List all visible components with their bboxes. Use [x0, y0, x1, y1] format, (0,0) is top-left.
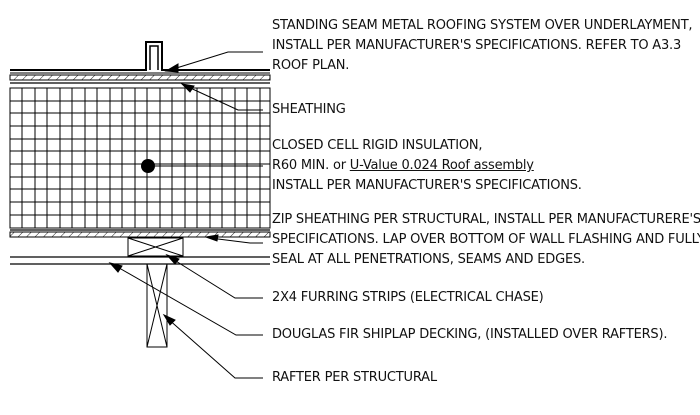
rafter	[146, 263, 168, 348]
note-metal-roofing-line2: INSTALL PER MANUFACTURER'S SPECIFICATION…	[272, 38, 682, 53]
note-insulation-r-value: R60 MIN. or	[272, 158, 350, 173]
leader-lines	[108, 51, 263, 379]
note-zip-line3: SEAL AT ALL PENETRATIONS, SEAMS AND EDGE…	[272, 252, 585, 267]
note-rigid-insulation: CLOSED CELL RIGID INSULATION, R60 MIN. o…	[272, 136, 582, 196]
note-metal-roofing: STANDING SEAM METAL ROOFING SYSTEM OVER …	[272, 16, 693, 76]
note-rafter: RAFTER PER STRUCTURAL	[272, 368, 437, 388]
rigid-insulation-grid	[9, 87, 271, 229]
zip-sheathing-layer	[9, 229, 271, 238]
note-metal-roofing-line3: ROOF PLAN.	[272, 58, 350, 73]
shiplap-decking	[10, 256, 270, 265]
furring-strip	[127, 237, 184, 257]
note-insulation-u-value: U-Value 0.024 Roof assembly	[349, 158, 534, 173]
note-zip-line1: ZIP SHEATHING PER STRUCTURAL, INSTALL PE…	[272, 212, 700, 227]
standing-seam-metal-roofing	[10, 41, 270, 74]
note-insulation-line1: CLOSED CELL RIGID INSULATION,	[272, 138, 483, 153]
note-insulation-line2: R60 MIN. or U-Value 0.024 Roof assembly	[272, 156, 582, 176]
note-rafter-line1: RAFTER PER STRUCTURAL	[272, 370, 437, 385]
note-sheathing-line1: SHEATHING	[272, 102, 346, 117]
note-decking-line1: DOUGLAS FIR SHIPLAP DECKING, (INSTALLED …	[272, 327, 668, 342]
note-shiplap-decking: DOUGLAS FIR SHIPLAP DECKING, (INSTALLED …	[272, 325, 667, 345]
note-zip-sheathing: ZIP SHEATHING PER STRUCTURAL, INSTALL PE…	[272, 210, 700, 270]
note-furring-strips: 2X4 FURRING STRIPS (ELECTRICAL CHASE)	[272, 288, 544, 308]
sheathing-layer	[9, 74, 271, 84]
note-metal-roofing-line1: STANDING SEAM METAL ROOFING SYSTEM OVER …	[272, 18, 693, 33]
note-sheathing: SHEATHING	[272, 100, 346, 120]
note-insulation-line3: INSTALL PER MANUFACTURER'S SPECIFICATION…	[272, 178, 582, 193]
insulation-marker-dot	[141, 159, 155, 173]
note-furring-line1: 2X4 FURRING STRIPS (ELECTRICAL CHASE)	[272, 290, 544, 305]
note-zip-line2: SPECIFICATIONS. LAP OVER BOTTOM OF WALL …	[272, 232, 700, 247]
